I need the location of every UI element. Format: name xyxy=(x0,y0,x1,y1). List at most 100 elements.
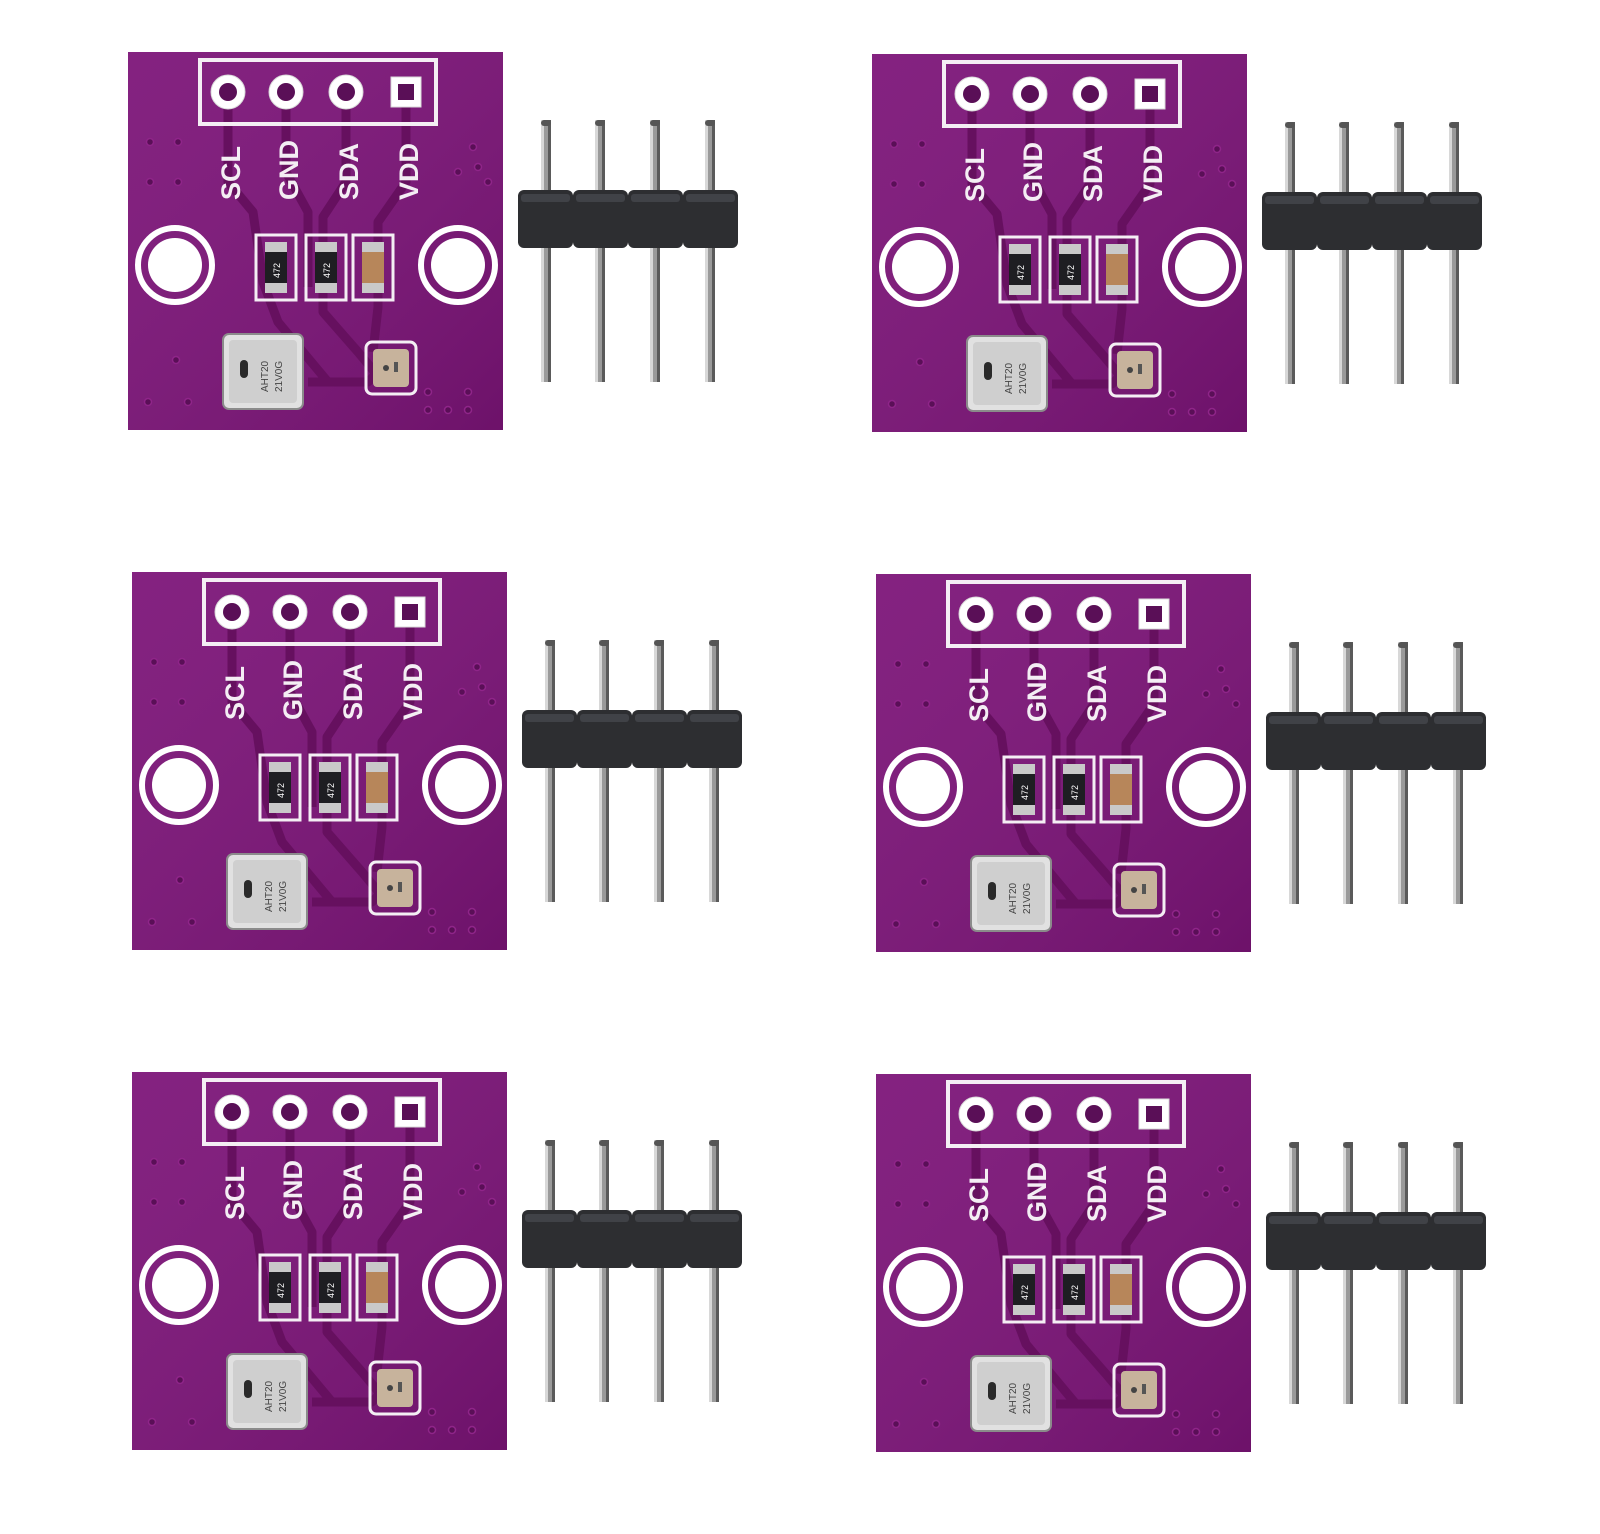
header-plastic-segment xyxy=(1376,1212,1431,1270)
pin-tip xyxy=(1394,122,1404,128)
pin-header xyxy=(518,120,738,382)
resistor-1: 472 xyxy=(258,753,302,822)
pin-shadow xyxy=(661,1140,664,1402)
capacitor xyxy=(1099,1255,1143,1324)
pin-highlight xyxy=(709,640,712,902)
hole-center xyxy=(892,240,946,294)
pin-highlight xyxy=(1289,1142,1292,1404)
via xyxy=(427,1407,437,1417)
component-body xyxy=(265,242,287,293)
round-pad-hole xyxy=(277,83,295,101)
pin-label-scl: SCL xyxy=(220,666,250,720)
pressure-outline xyxy=(368,1360,422,1416)
pressure-outline xyxy=(364,340,418,396)
header-plastic-highlight xyxy=(686,194,735,202)
pin-shadow xyxy=(1296,642,1299,904)
hole-center xyxy=(896,1260,950,1314)
pressure-outline xyxy=(1112,862,1166,918)
hole-ring xyxy=(1166,747,1246,827)
via xyxy=(467,1425,477,1435)
component-body xyxy=(1059,244,1081,295)
round-pad-hole xyxy=(1085,605,1103,623)
pin-tip xyxy=(599,640,609,646)
pin-header xyxy=(1266,1142,1486,1404)
pin-label-gnd: GND xyxy=(1022,1162,1052,1222)
pin-highlight xyxy=(709,1140,712,1402)
hole-ring xyxy=(883,1247,963,1327)
via xyxy=(467,1407,477,1417)
via xyxy=(173,177,183,187)
sensor-port xyxy=(984,362,992,380)
header-plastic-segment xyxy=(518,190,573,248)
header-plastic-segment xyxy=(522,1210,577,1268)
pin-highlight xyxy=(1453,1142,1456,1404)
header-plastic-highlight xyxy=(1265,196,1314,204)
header-plastic-highlight xyxy=(1324,1216,1373,1224)
pin-shadow xyxy=(657,120,660,382)
component-cap-top xyxy=(1106,244,1128,254)
resistor-marking: 472 xyxy=(1070,785,1080,800)
component-cap-top xyxy=(315,242,337,252)
sensor-marking-2: 21V0G xyxy=(274,361,285,392)
header-pin-1 xyxy=(545,640,555,902)
pin-tip xyxy=(595,120,605,126)
component-outline xyxy=(258,753,302,822)
pin-header xyxy=(522,640,742,902)
pin-shadow xyxy=(552,640,555,902)
pressure-port xyxy=(1131,887,1137,893)
pin-shadow xyxy=(1460,1142,1463,1404)
round-pad-hole xyxy=(223,603,241,621)
header-pin-4 xyxy=(709,1140,719,1402)
component-outline xyxy=(351,233,395,302)
header-plastic-highlight xyxy=(1269,716,1318,724)
pressure-sensor-chip xyxy=(368,1360,422,1416)
component-outline xyxy=(254,233,298,302)
mounting-hole-2 xyxy=(1166,1247,1246,1327)
component-outline xyxy=(308,1253,352,1322)
header-pad-3 xyxy=(328,74,364,110)
sensor-lid xyxy=(233,1360,301,1423)
header-pin-1 xyxy=(1285,122,1295,384)
component-cap-bottom xyxy=(315,283,337,293)
header-pin-3 xyxy=(650,120,660,382)
pin-tip xyxy=(654,1140,664,1146)
pin-shadow xyxy=(1350,642,1353,904)
via xyxy=(931,919,941,929)
via xyxy=(177,657,187,667)
pressure-outline xyxy=(1108,342,1162,398)
via xyxy=(149,1197,159,1207)
round-pad-hole xyxy=(1025,605,1043,623)
header-pad-3 xyxy=(1076,596,1112,632)
sensor-port xyxy=(240,360,248,378)
via xyxy=(1216,1164,1226,1174)
header-plastic-segment xyxy=(1372,192,1427,250)
via xyxy=(472,1162,482,1172)
via xyxy=(473,162,483,172)
sensor-lid xyxy=(977,862,1045,925)
header-plastic-highlight xyxy=(1379,1216,1428,1224)
header-outline xyxy=(942,60,1182,128)
via xyxy=(173,137,183,147)
component-cap-top xyxy=(1013,764,1035,774)
via xyxy=(927,399,937,409)
trace-vdd xyxy=(1116,1114,1159,1375)
pin-highlight xyxy=(1339,122,1342,384)
via xyxy=(175,1375,185,1385)
hole-center xyxy=(1175,240,1229,294)
pressure-port xyxy=(387,1385,393,1391)
component-body xyxy=(366,762,388,813)
header-pin-3 xyxy=(1398,642,1408,904)
hole-ring xyxy=(418,225,498,305)
header-pad-3 xyxy=(332,594,368,630)
pin-shadow xyxy=(602,120,605,382)
round-pad-hole xyxy=(1021,85,1039,103)
component-body xyxy=(319,1262,341,1313)
header-pad-2 xyxy=(1016,596,1052,632)
sensor-marking-1: AHT20 xyxy=(1004,362,1015,394)
